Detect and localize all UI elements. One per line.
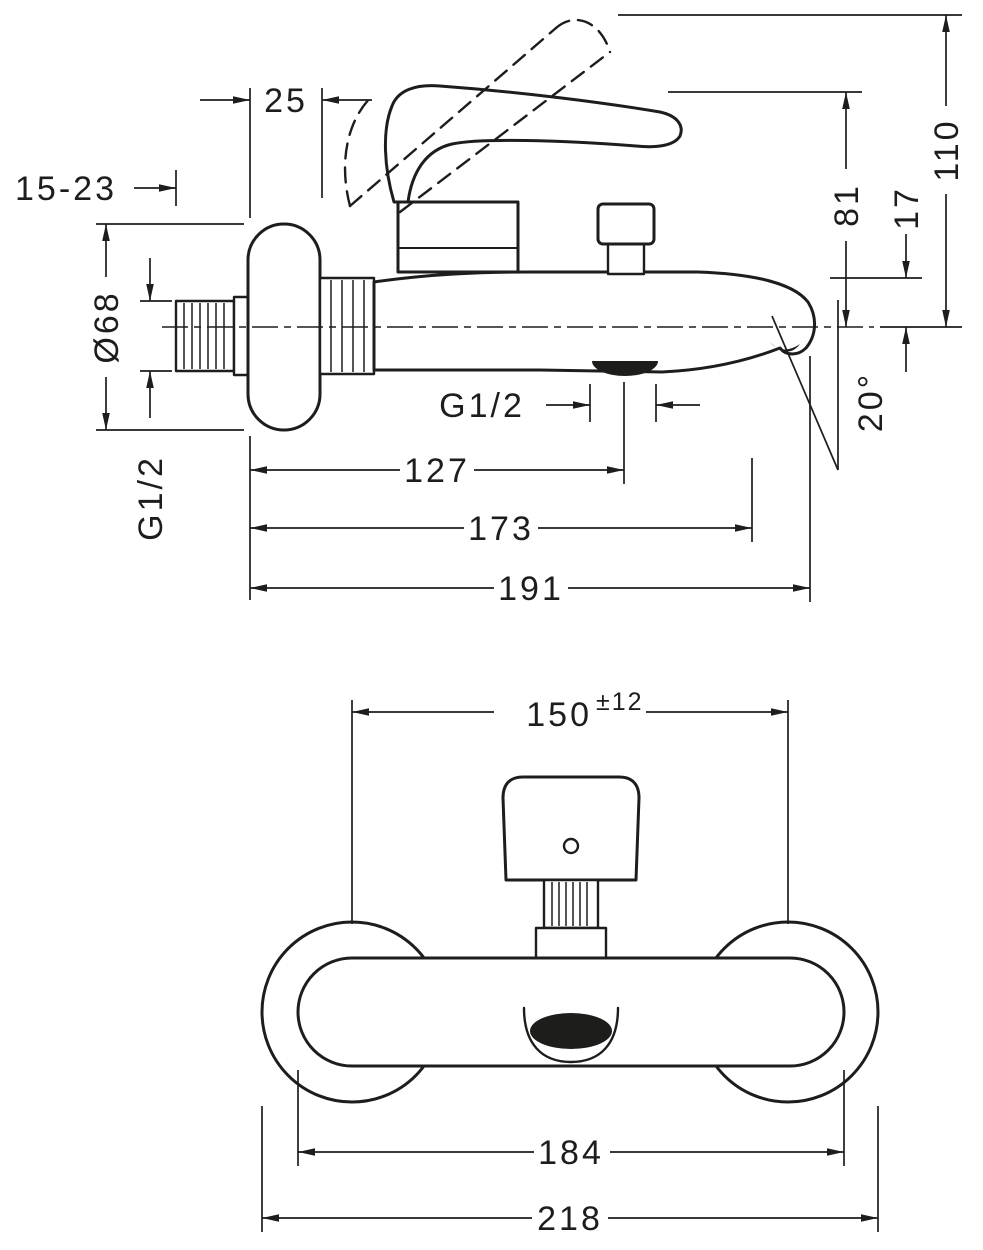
dim-spout-angle: 20° [771,300,890,471]
dim-height-handle: 81 [668,91,866,327]
lever-handle-raised-dashed [343,18,612,214]
dim-centers-tolerance-label: ±12 [596,688,644,716]
dim-centers: 150 ±12 [351,688,789,924]
dim-overall-width: 218 [261,1106,879,1238]
inlet-thread-label: G1/2 [132,455,170,541]
front-view-drawing: 150 ±12 184 218 [260,688,880,1238]
dim-inlet-thread: G1/2 [132,258,172,541]
dim-reach-173-label: 173 [468,510,534,548]
dim-reach-191-label: 191 [498,570,564,608]
side-view-drawing: 25 15-23 Ø68 G1/2 [15,14,966,608]
dim-body-width: 184 [297,1070,845,1172]
dim-wall-distance-label: 15-23 [15,170,117,208]
union-nut [318,276,376,376]
dim-plate-depth-label: 25 [264,82,308,120]
dim-wall-distance: 15-23 [15,170,177,208]
spout-tip-lip [770,342,800,352]
dim-spout-angle-label: 20° [852,372,890,432]
mixer-body-front [296,956,846,1068]
handle-base [396,200,520,274]
cartridge-neck [534,878,608,962]
outlet-thread-label: G1/2 [439,387,525,425]
dim-body-width-label: 184 [538,1134,604,1172]
dim-height-total-label: 110 [928,118,966,181]
handle-screw-dot [562,837,580,855]
dim-reach-127-label: 127 [404,452,470,490]
dim-reach-127: 127 [249,382,625,600]
dim-spout-drop-label: 17 [888,186,926,230]
inlet-nipple [174,295,252,377]
dim-outlet-thread: G1/2 [439,384,700,425]
handle-front [501,775,641,882]
spout-front [522,1006,620,1064]
dim-plate-depth: 25 [200,82,372,218]
dim-height-total: 110 [618,14,966,328]
aerator-outlet [592,361,658,376]
dim-escutcheon-diameter-label: Ø68 [88,290,126,363]
lever-handle [384,84,683,204]
dim-reach-173: 173 [250,458,753,548]
dim-reach-191: 191 [250,356,811,608]
dim-escutcheon-diameter: Ø68 [88,223,244,431]
dim-spout-drop: 17 [830,186,926,372]
dim-centers-label: 150 [526,696,592,734]
aerator-front [530,1013,612,1049]
dim-overall-width-label: 218 [537,1200,603,1238]
diverter-knob [596,202,656,276]
dim-height-handle-label: 81 [828,183,866,227]
mixer-body-spout [372,270,816,374]
